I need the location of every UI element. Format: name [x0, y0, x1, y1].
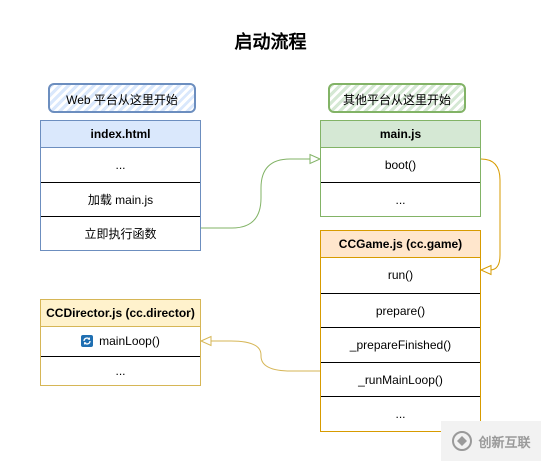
- ccdirector-box: CCDirector.js (cc.director) mainLoop() .…: [40, 299, 201, 386]
- main-js-box: main.js boot() ...: [320, 120, 481, 217]
- diagram-title: 启动流程: [234, 32, 307, 52]
- main-js-row-boot: boot(): [384, 158, 417, 172]
- ccgame-row-prepare-finished: _prepareFinished(): [321, 327, 480, 362]
- ccdirector-row-ellipsis: ...: [41, 356, 200, 385]
- connector-boot-to-run: [480, 158, 501, 271]
- logo-icon: [452, 431, 473, 451]
- ccgame-row-ellipsis: ...: [321, 396, 480, 431]
- ccdirector-main-loop-label: mainLoop(): [99, 334, 160, 348]
- other-start-note: 其他平台从这里开始: [328, 83, 466, 113]
- web-start-note: Web 平台从这里开始: [48, 83, 196, 113]
- ccdirector-header: CCDirector.js (cc.director): [41, 300, 200, 327]
- ccgame-row-run-main-loop: _runMainLoop(): [321, 361, 480, 397]
- ccgame-row-run: run(): [387, 268, 414, 282]
- ccgame-header: CCGame.js (cc.game): [321, 231, 480, 258]
- main-js-row-ellipsis: ...: [321, 182, 480, 216]
- index-html-row-load-main: 加载 main.js: [41, 182, 200, 216]
- connector-runmainloop-to-mainloop: [211, 340, 320, 372]
- index-html-row-iife: 立即执行函数: [41, 216, 200, 250]
- ccdirector-row-main-loop: mainLoop(): [41, 327, 200, 356]
- arrowhead-run: [479, 264, 492, 276]
- ccgame-box: CCGame.js (cc.game) run() prepare() _pre…: [320, 230, 481, 432]
- watermark: 创新互联: [441, 421, 541, 461]
- ccgame-row-prepare: prepare(): [321, 292, 480, 328]
- connector-iife-to-boot: [201, 158, 310, 229]
- arrowhead-mainloop: [199, 335, 212, 347]
- index-html-box: index.html ... 加载 main.js 立即执行函数: [40, 120, 201, 251]
- main-js-header: main.js: [321, 121, 480, 148]
- index-html-header: index.html: [41, 121, 200, 148]
- refresh-icon: [81, 335, 94, 347]
- index-html-row-ellipsis: ...: [115, 158, 126, 172]
- watermark-text: 创新互联: [478, 434, 531, 450]
- arrowhead-boot: [309, 153, 322, 165]
